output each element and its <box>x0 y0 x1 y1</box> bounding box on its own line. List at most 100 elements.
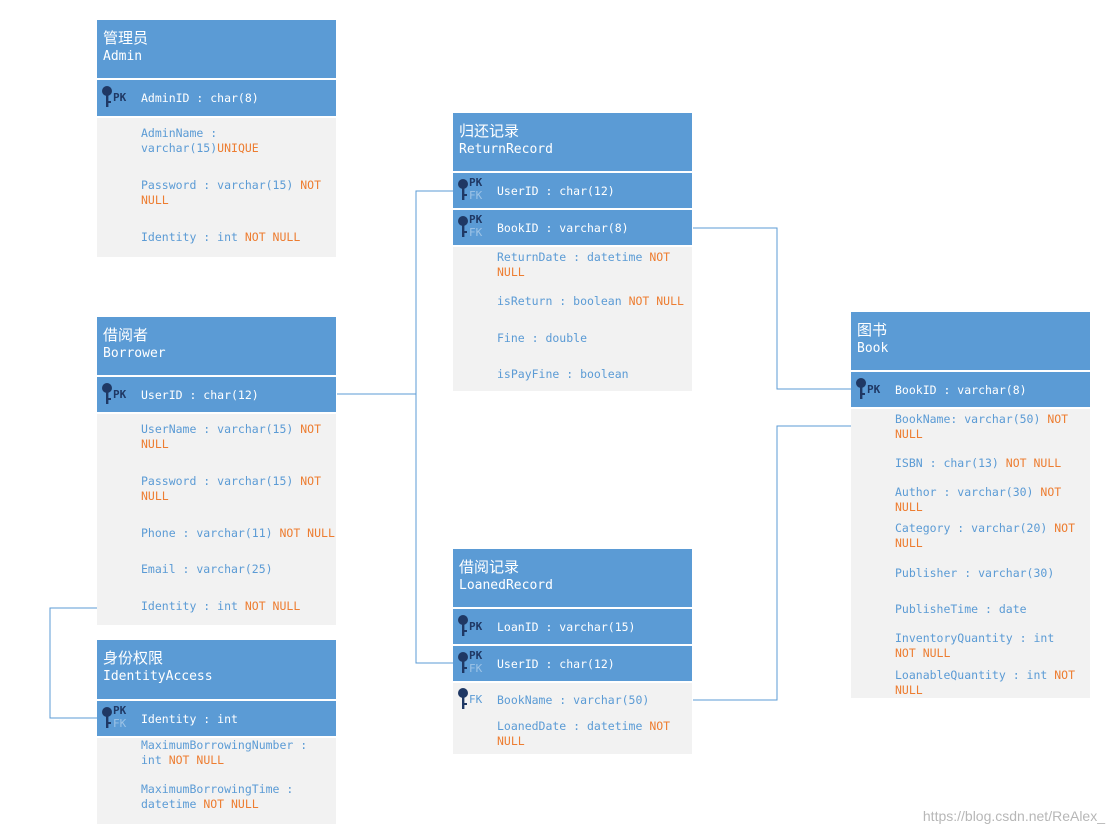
line-returnrecord-book <box>693 227 852 390</box>
attribute: MaximumBorrowingNumber : int NOT NULL <box>141 738 308 767</box>
attribute: BookName: varchar(50) NOT NULL <box>895 412 1069 441</box>
attribute: Identity : int NOT NULL <box>141 230 301 244</box>
entity-admin[interactable]: 管理员 Admin PK AdminID : char(8) AdminName… <box>97 20 336 257</box>
entity-loaned-record[interactable]: 借阅记录 LoanedRecord PK LoanID : varchar(15… <box>453 549 692 754</box>
pk-tag: PK <box>469 176 483 189</box>
pk-tag: PK <box>867 383 881 396</box>
pk-attribute: UserID : char(12) <box>497 184 615 198</box>
attribute: Author : varchar(30) NOT NULL <box>895 485 1062 514</box>
key-icon <box>458 615 468 636</box>
pk-tag: PK <box>113 704 127 717</box>
fk-tag: FK <box>469 662 483 675</box>
attribute: Identity : int NOT NULL <box>141 599 301 613</box>
entity-name-cn: 管理员 <box>103 29 149 47</box>
entity-name-cn: 借阅记录 <box>459 558 520 576</box>
pk-tag: PK <box>469 649 483 662</box>
attribute: MaximumBorrowingTime : datetime NOT NULL <box>141 782 294 811</box>
entity-body: ReturnDate : datetime NOT NULL isReturn … <box>453 247 692 391</box>
fk-row: FK BookName : varchar(50) <box>453 683 692 717</box>
entity-header: 管理员 Admin <box>97 20 336 80</box>
entity-header: 借阅记录 LoanedRecord <box>453 549 692 609</box>
attribute: AdminName : varchar(15)UNIQUE <box>141 126 259 155</box>
attribute: isReturn : boolean NOT NULL <box>497 294 684 308</box>
pk-row: PK BookID : varchar(8) <box>851 372 1090 409</box>
fk-tag: FK <box>113 717 127 730</box>
entity-body: LoanedDate : datetime NOT NULL <box>453 717 692 754</box>
entity-name-en: IdentityAccess <box>103 669 213 684</box>
entity-identity-access[interactable]: 身份权限 IdentityAccess PK FK Identity : int… <box>97 640 336 824</box>
entity-borrower[interactable]: 借阅者 Borrower PK UserID : char(12) UserNa… <box>97 317 336 625</box>
watermark: https://blog.csdn.net/ReAlex_ <box>922 808 1105 824</box>
attribute: Phone : varchar(11) NOT NULL <box>141 526 335 540</box>
line-borrower-returnrecord <box>337 190 455 395</box>
attribute: InventoryQuantity : int NOT NULL <box>895 631 1055 660</box>
entity-body: AdminName : varchar(15)UNIQUE Password :… <box>97 118 336 257</box>
pk-row: PK FK BookID : varchar(8) <box>453 210 692 247</box>
line-borrower-loanedrecord <box>415 394 455 664</box>
attribute: Category : varchar(20) NOT NULL <box>895 521 1076 550</box>
attribute: Email : varchar(25) <box>141 562 273 576</box>
fk-attribute: BookName : varchar(50) <box>497 693 650 707</box>
attribute: LoanableQuantity : int NOT NULL <box>895 668 1076 697</box>
entity-name-en: ReturnRecord <box>459 142 553 157</box>
entity-name-cn: 图书 <box>857 321 888 339</box>
key-icon <box>458 179 468 200</box>
entity-name-cn: 身份权限 <box>103 649 164 667</box>
entity-name-en: Borrower <box>103 346 166 361</box>
entity-name-cn: 借阅者 <box>103 326 149 344</box>
entity-body: UserName : varchar(15) NOT NULL Password… <box>97 414 336 625</box>
key-icon <box>458 688 468 709</box>
key-icon <box>856 378 866 399</box>
key-icon <box>102 383 112 404</box>
entity-name-en: Book <box>857 341 889 356</box>
key-icon <box>458 652 468 673</box>
pk-row: PK FK Identity : int <box>97 701 336 738</box>
attribute: Fine : double <box>497 331 588 345</box>
attribute: Password : varchar(15) NOT NULL <box>141 474 322 503</box>
key-icon <box>102 707 112 728</box>
pk-row: PK AdminID : char(8) <box>97 80 336 118</box>
pk-row: PK LoanID : varchar(15) <box>453 609 692 646</box>
entity-header: 身份权限 IdentityAccess <box>97 640 336 701</box>
line-borrower-identity <box>49 607 97 719</box>
fk-tag: FK <box>469 226 483 239</box>
pk-tag: PK <box>113 91 127 104</box>
pk-attribute: UserID : char(12) <box>497 657 615 671</box>
entity-return-record[interactable]: 归还记录 ReturnRecord PK FK UserID : char(12… <box>453 113 692 391</box>
pk-tag: PK <box>113 388 127 401</box>
entity-header: 图书 Book <box>851 312 1090 372</box>
attribute: Publisher : varchar(30) <box>895 566 1055 580</box>
attribute: UserName : varchar(15) NOT NULL <box>141 422 322 451</box>
attribute: isPayFine : boolean <box>497 367 629 381</box>
pk-row: PK FK UserID : char(12) <box>453 646 692 683</box>
pk-attribute: UserID : char(12) <box>141 388 259 402</box>
entity-body: BookName: varchar(50) NOT NULL ISBN : ch… <box>851 409 1090 698</box>
attribute: PublisheTime : date <box>895 602 1027 616</box>
entity-book[interactable]: 图书 Book PK BookID : varchar(8) BookName:… <box>851 312 1090 698</box>
entity-name-cn: 归还记录 <box>459 122 520 140</box>
entity-name-en: Admin <box>103 49 143 64</box>
attribute: Password : varchar(15) NOT NULL <box>141 178 322 207</box>
pk-row: PK UserID : char(12) <box>97 377 336 414</box>
pk-row: PK FK UserID : char(12) <box>453 173 692 210</box>
key-icon <box>102 86 112 107</box>
pk-attribute: BookID : varchar(8) <box>497 221 629 235</box>
fk-tag: FK <box>469 189 483 202</box>
pk-tag: PK <box>469 620 483 633</box>
entity-name-en: LoanedRecord <box>459 578 553 593</box>
fk-tag: FK <box>469 693 483 706</box>
pk-attribute: AdminID : char(8) <box>141 91 259 105</box>
entity-body: MaximumBorrowingNumber : int NOT NULL Ma… <box>97 738 336 824</box>
key-icon <box>458 216 468 237</box>
entity-header: 归还记录 ReturnRecord <box>453 113 692 173</box>
entity-header: 借阅者 Borrower <box>97 317 336 377</box>
pk-attribute: BookID : varchar(8) <box>895 383 1027 397</box>
line-loanedrecord-book <box>693 425 852 701</box>
pk-attribute: Identity : int <box>141 712 238 726</box>
pk-tag: PK <box>469 213 483 226</box>
pk-attribute: LoanID : varchar(15) <box>497 620 636 634</box>
attribute: ReturnDate : datetime NOT NULL <box>497 250 671 279</box>
attribute: LoanedDate : datetime NOT NULL <box>497 719 671 748</box>
attribute: ISBN : char(13) NOT NULL <box>895 456 1062 470</box>
